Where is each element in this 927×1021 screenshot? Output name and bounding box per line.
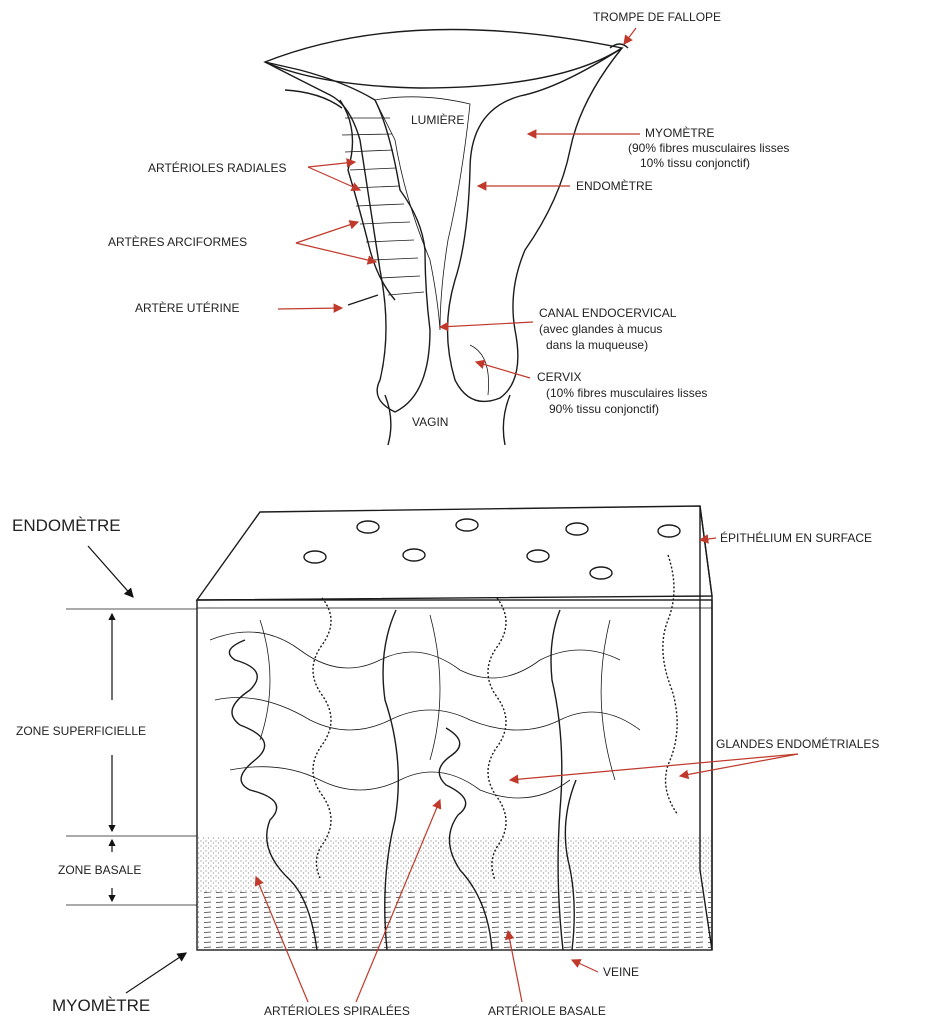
label-glandes: GLANDES ENDOMÉTRIALES [716, 736, 879, 751]
label-myometre-top: MYOMÈTRE [645, 125, 714, 140]
label-lumiere: LUMIÈRE [411, 112, 464, 127]
uterus-labels: TROMPE DE FALLOPE LUMIÈRE MYOMÈTRE (90% … [108, 10, 789, 429]
label-artere-uterine: ARTÈRE UTÉRINE [135, 300, 239, 315]
label-epithelium: ÉPITHÉLIUM EN SURFACE [720, 530, 872, 545]
label-arterioles-radiales: ARTÉRIOLES RADIALES [148, 160, 287, 175]
basal-zone-band [198, 837, 711, 892]
label-vagin: VAGIN [412, 415, 448, 429]
label-myometre-big: MYOMÈTRE [52, 996, 150, 1015]
endometrial-glands [313, 555, 678, 880]
label-zone-superficielle: ZONE SUPERFICIELLE [16, 724, 146, 738]
label-arteres-arciformes: ARTÈRES ARCIFORMES [108, 234, 247, 249]
label-arteriole-basale: ARTÉRIOLE BASALE [488, 1003, 606, 1018]
label-cervix-l2: 90% tissu conjonctif) [549, 402, 659, 416]
uterine-artery [348, 295, 378, 305]
label-myometre-top-l2: 10% tissu conjonctif) [640, 156, 750, 170]
myometrium-band [198, 892, 711, 949]
label-myometre-top-l1: (90% fibres musculaires lisses [628, 141, 789, 155]
endometrium-block [197, 506, 712, 950]
label-zone-basale: ZONE BASALE [58, 863, 141, 877]
surface-epithelium [197, 506, 712, 600]
label-arterioles-spiralees: ARTÉRIOLES SPIRALÉES [264, 1003, 410, 1018]
radial-arterioles [340, 100, 424, 300]
label-endometre-top: ENDOMÈTRE [576, 178, 653, 193]
label-endometre-big: ENDOMÈTRE [12, 516, 121, 535]
label-veine: VEINE [603, 965, 639, 979]
zone-markers [66, 609, 197, 905]
capillary-network [210, 615, 640, 798]
label-canal: CANAL ENDOCERVICAL [539, 306, 677, 320]
label-canal-l2: dans la muqueuse) [546, 338, 648, 352]
label-trompe: TROMPE DE FALLOPE [593, 10, 721, 24]
label-cervix-l1: (10% fibres musculaires lisses [546, 386, 707, 400]
label-cervix: CERVIX [537, 370, 581, 384]
gland-openings [304, 519, 680, 579]
label-canal-l1: (avec glandes à mucus [539, 322, 662, 336]
